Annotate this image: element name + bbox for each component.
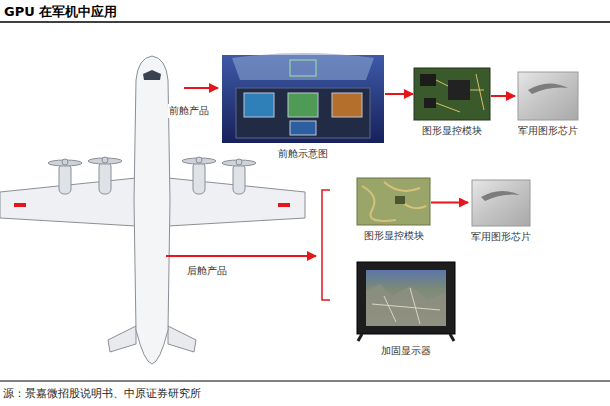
picture-node: 图形显控模块 (414, 68, 490, 137)
aircraft-figure (134, 56, 170, 364)
circuit-board-picture (448, 80, 470, 100)
aircraft-figure (143, 70, 161, 80)
cockpit-picture (332, 93, 362, 117)
aircraft-figure (233, 164, 245, 194)
chip-picture (518, 72, 578, 120)
circuit-board-picture (362, 182, 426, 221)
circuit-board-picture (414, 68, 490, 120)
pointer-arrow (166, 255, 316, 257)
rule-line (0, 22, 610, 381)
chip-picture (518, 72, 578, 120)
display-picture (358, 334, 454, 341)
bracket (322, 190, 330, 300)
circuit-board-picture (424, 98, 436, 108)
chip-picture (472, 180, 530, 226)
circuit-board-picture (414, 68, 490, 120)
aircraft-figure (102, 157, 108, 163)
flow-arrow (491, 95, 515, 97)
circuit-board-picture (357, 178, 430, 225)
aircraft-figure (236, 159, 242, 165)
picture-area (518, 72, 578, 120)
part-label: 前舱产品 (168, 104, 210, 118)
aircraft-figure (59, 162, 245, 194)
node-caption: 加固显示器 (381, 345, 431, 357)
cockpit-picture (236, 88, 370, 138)
chip-picture (472, 180, 530, 226)
picture-node: 军用图形芯片 (516, 72, 580, 137)
picture-area (414, 68, 490, 120)
rule-line (0, 381, 610, 382)
picture-area (222, 55, 384, 143)
picture-area (357, 262, 455, 340)
picture-node: 加固显示器 (357, 262, 455, 357)
aircraft-figure (108, 326, 136, 352)
aircraft-figure (88, 158, 122, 164)
cockpit-picture (288, 93, 318, 117)
flow-arrow (385, 93, 413, 95)
title: GPU 在军机中应用 (4, 3, 117, 21)
picture-node: 图形显控模块 (357, 178, 430, 242)
node-caption: 图形显控模块 (422, 125, 482, 137)
node-caption: 前舱示意图 (278, 148, 328, 160)
picture-area (472, 180, 530, 226)
picture-area (357, 178, 430, 225)
chip-picture (528, 83, 568, 94)
caption: 源：景嘉微招股说明书、中原证券研究所 (3, 386, 201, 401)
flow-arrow (431, 202, 468, 204)
cockpit-picture (290, 60, 316, 76)
node-caption: 军用图形芯片 (471, 231, 531, 243)
circuit-board-picture (395, 196, 405, 204)
display-picture (366, 284, 446, 326)
circuit-board-picture (420, 74, 436, 86)
aircraft-figure (99, 162, 111, 194)
aircraft-figure (168, 326, 196, 352)
display-picture (357, 262, 455, 341)
cockpit-picture (222, 53, 384, 143)
aircraft-figure (48, 157, 256, 166)
circuit-board-picture (436, 74, 484, 112)
aircraft-figure (278, 203, 290, 207)
node-caption: 图形显控模块 (364, 230, 424, 242)
aircraft-figure (14, 203, 26, 207)
chip-picture (481, 191, 520, 201)
aircraft-figure (196, 157, 202, 163)
cockpit-picture (290, 121, 316, 135)
pointer-arrow (184, 87, 218, 89)
display-picture (372, 288, 440, 324)
circuit-board-picture (357, 178, 430, 225)
aircraft-figure (0, 56, 305, 364)
part-label: 后舱产品 (186, 264, 228, 278)
bracket (322, 190, 330, 300)
picture-node: 前舱示意图 (222, 55, 384, 160)
aircraft-figure (182, 158, 216, 164)
display-picture (366, 270, 446, 326)
cockpit-picture (244, 93, 274, 117)
picture-node: 军用图形芯片 (469, 180, 533, 243)
aircraft-figure (48, 160, 82, 166)
cockpit-picture (232, 53, 374, 80)
aircraft-figure (222, 160, 256, 166)
display-picture (357, 262, 455, 334)
aircraft-figure (62, 159, 68, 165)
node-caption: 军用图形芯片 (518, 125, 578, 137)
aircraft-figure (193, 162, 205, 194)
aircraft-figure (59, 164, 71, 194)
rule-line (0, 21, 610, 23)
